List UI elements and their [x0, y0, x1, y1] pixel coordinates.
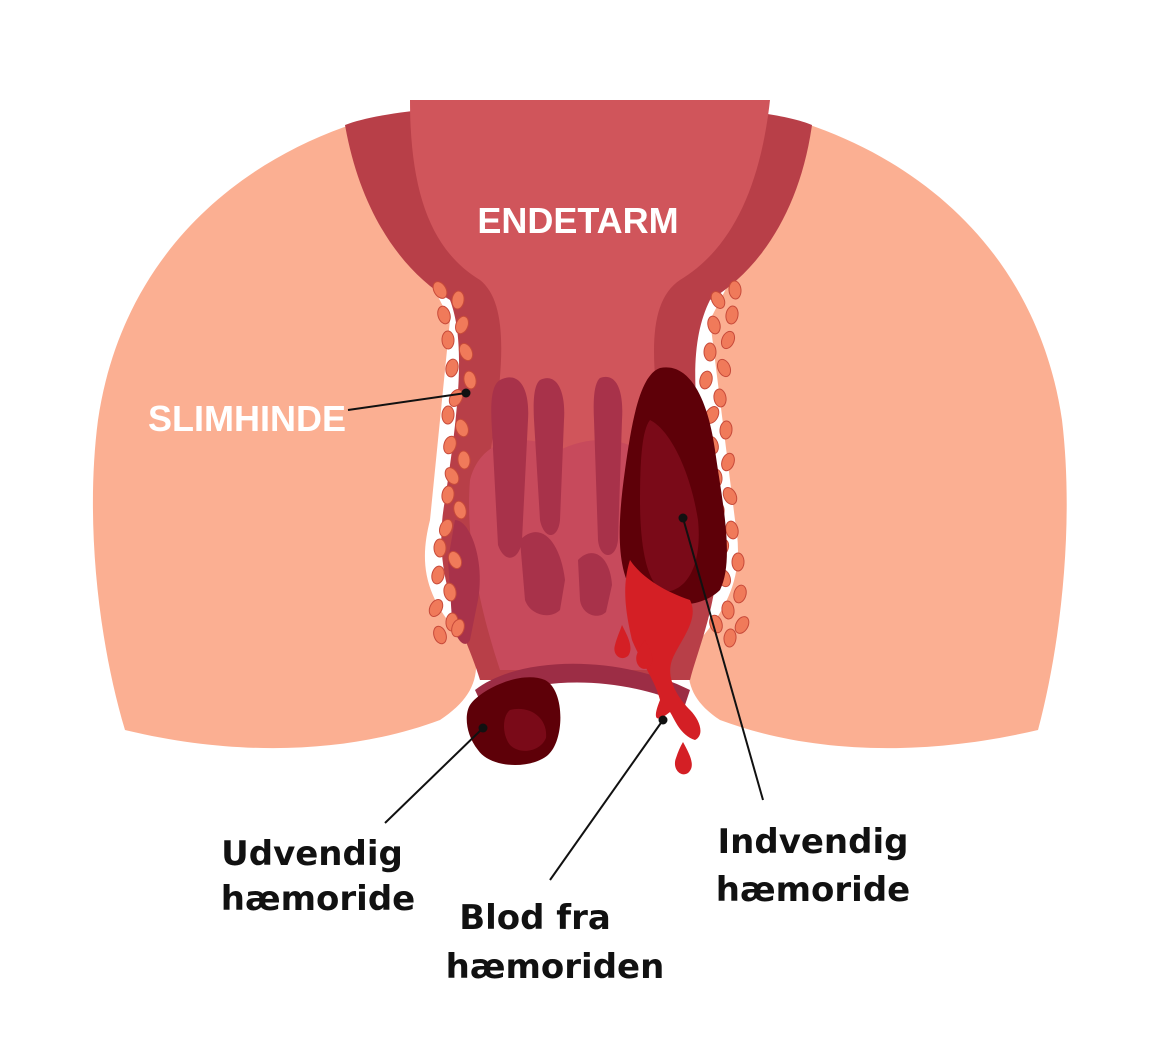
- mucosa-cells: [428, 280, 750, 648]
- anal-columns: [448, 376, 623, 644]
- blood-stream: [625, 560, 701, 740]
- external-hemorrhoid: [466, 677, 561, 766]
- mucosa-cell: [457, 450, 471, 470]
- mucosa-cell: [710, 291, 726, 309]
- leader-blood: [549, 719, 664, 881]
- rectum: [345, 100, 812, 705]
- mucosa-cell: [720, 330, 736, 350]
- label-mucosa: SLIMHINDE: [148, 398, 346, 439]
- mucosa-cell: [431, 565, 445, 585]
- label-blood-line1: Blod fra: [459, 898, 611, 938]
- mucosa-cell: [432, 281, 448, 299]
- external-hemorrhoid-highlight: [504, 708, 547, 751]
- internal-hemorrhoid-highlight: [640, 420, 699, 592]
- mucosa-cell: [441, 405, 455, 425]
- anal-column: [491, 377, 529, 558]
- mucosa-cell: [443, 582, 457, 602]
- label-external-line1: Udvendig: [221, 834, 403, 874]
- blood: [614, 560, 701, 775]
- leader-dot: [461, 388, 471, 398]
- internal-hemorrhoid: [619, 367, 727, 605]
- mucosa-cell: [725, 520, 739, 540]
- leader-dots: [461, 388, 688, 733]
- buttocks: [92, 125, 1067, 749]
- right-buttock: [688, 125, 1067, 749]
- mucosa-cell: [438, 518, 454, 538]
- mucosa-cell: [721, 452, 735, 472]
- mucosa-cell: [707, 315, 721, 335]
- mucosa-cell: [703, 342, 717, 362]
- mucosa-cell: [441, 330, 455, 350]
- mucosa-cell: [455, 418, 469, 438]
- blood-drop: [674, 742, 692, 775]
- mucosa-cell: [451, 290, 465, 310]
- anal-rim: [475, 663, 690, 705]
- anal-column: [448, 520, 480, 644]
- mucosa-cell: [433, 538, 447, 558]
- leader-lines: [347, 392, 764, 881]
- mucosa-cell: [447, 550, 463, 570]
- mucosa-cell: [725, 305, 739, 325]
- mucosa-cell: [716, 358, 732, 378]
- blood-drop: [614, 625, 631, 659]
- mucosa-cell: [728, 280, 742, 300]
- leader-mucosa: [347, 392, 467, 411]
- mucosa-cell: [721, 600, 735, 620]
- anal-column: [578, 553, 612, 616]
- anal-column: [533, 378, 565, 535]
- anal-column: [520, 532, 565, 616]
- mucosa-cell: [445, 358, 459, 378]
- mucosa-cell: [458, 342, 474, 362]
- mucosa-cell: [463, 370, 477, 390]
- label-blood-line2: hæmoriden: [446, 947, 665, 987]
- mucosa-cell: [451, 618, 465, 638]
- mucosa-cell: [433, 625, 447, 645]
- mucosa-cell: [722, 487, 738, 505]
- mucosa-cell: [443, 435, 457, 455]
- mucosa-cell: [713, 388, 727, 408]
- mucosa-cell: [437, 305, 451, 325]
- mucosa-cell: [441, 485, 455, 505]
- mucosa-cell: [723, 628, 737, 648]
- leader-dot: [478, 723, 488, 733]
- label-internal-line1: Indvendig: [718, 822, 909, 862]
- leader-internal: [682, 517, 764, 801]
- label-internal-line2: hæmoride: [716, 870, 910, 910]
- blood-drop: [636, 640, 653, 669]
- mucosa-cell: [699, 370, 713, 390]
- mucosa-cell: [733, 584, 747, 604]
- left-buttock: [92, 125, 477, 749]
- mucosa-cell: [455, 315, 469, 335]
- label-external-line2: hæmoride: [221, 879, 415, 919]
- mucosa-cell: [444, 467, 460, 485]
- mucosa-cell: [731, 552, 745, 572]
- leader-dot: [678, 513, 688, 523]
- mucosa-cell: [734, 616, 750, 634]
- mucosa-cell: [453, 500, 467, 520]
- anal-column: [593, 376, 623, 555]
- leader-dot: [658, 715, 668, 725]
- mucosa-cell: [428, 599, 444, 617]
- mucosa-cell: [719, 420, 733, 440]
- label-rectum: ENDETARM: [477, 200, 678, 241]
- leader-external: [384, 727, 484, 824]
